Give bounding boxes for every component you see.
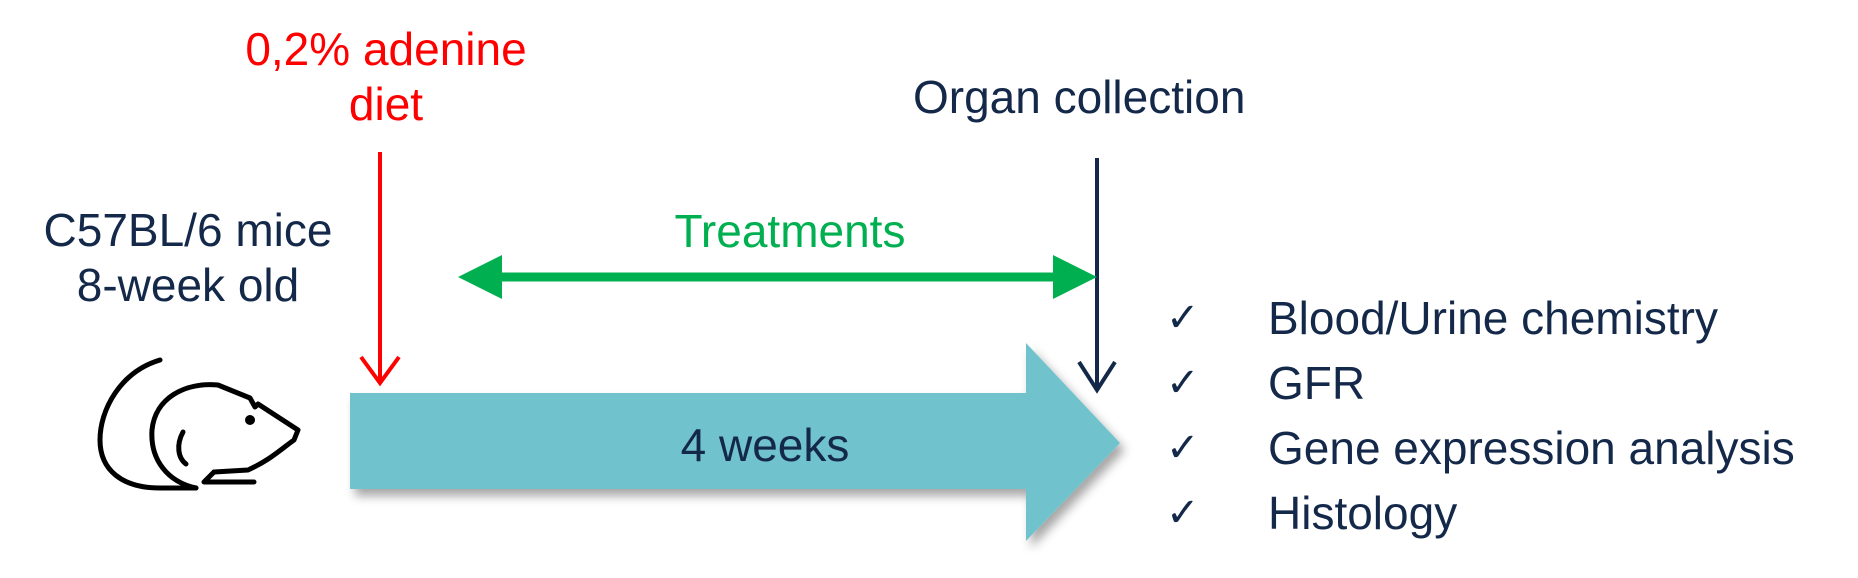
- treatments-label: Treatments: [674, 205, 906, 257]
- mice-label-line1: C57BL/6 mice: [43, 204, 333, 256]
- result-item: ✓ GFR: [1166, 350, 1795, 415]
- timeline-arrow: [350, 343, 1120, 541]
- organ-collection-label: Organ collection: [913, 71, 1246, 123]
- check-icon: ✓: [1166, 425, 1200, 470]
- diet-label-line1: 0,2% adenine: [245, 23, 527, 75]
- mice-label-line2: 8-week old: [76, 259, 300, 312]
- diet-arrow: [359, 152, 401, 387]
- mouse-icon: [97, 357, 301, 491]
- mice-label: C57BL/6 mice 8-week old: [28, 203, 348, 313]
- organ-collection-arrow: [1077, 158, 1117, 394]
- result-label: Gene expression analysis: [1268, 421, 1795, 474]
- duration-label: 4 weeks: [680, 419, 850, 471]
- result-label: Histology: [1268, 486, 1458, 539]
- result-item: ✓ Histology: [1166, 480, 1795, 545]
- check-icon: ✓: [1166, 490, 1200, 535]
- check-icon: ✓: [1166, 360, 1200, 405]
- result-label: GFR: [1268, 356, 1366, 409]
- result-item: ✓ Blood/Urine chemistry: [1166, 285, 1795, 350]
- result-label: Blood/Urine chemistry: [1268, 291, 1718, 344]
- diet-label-line2: diet: [348, 78, 424, 131]
- treatments-arrow: [458, 255, 1097, 299]
- check-icon: ✓: [1166, 295, 1200, 340]
- diet-label: 0,2% adenine diet: [206, 22, 566, 132]
- result-item: ✓ Gene expression analysis: [1166, 415, 1795, 480]
- results-list: ✓ Blood/Urine chemistry ✓ GFR ✓ Gene exp…: [1166, 285, 1795, 545]
